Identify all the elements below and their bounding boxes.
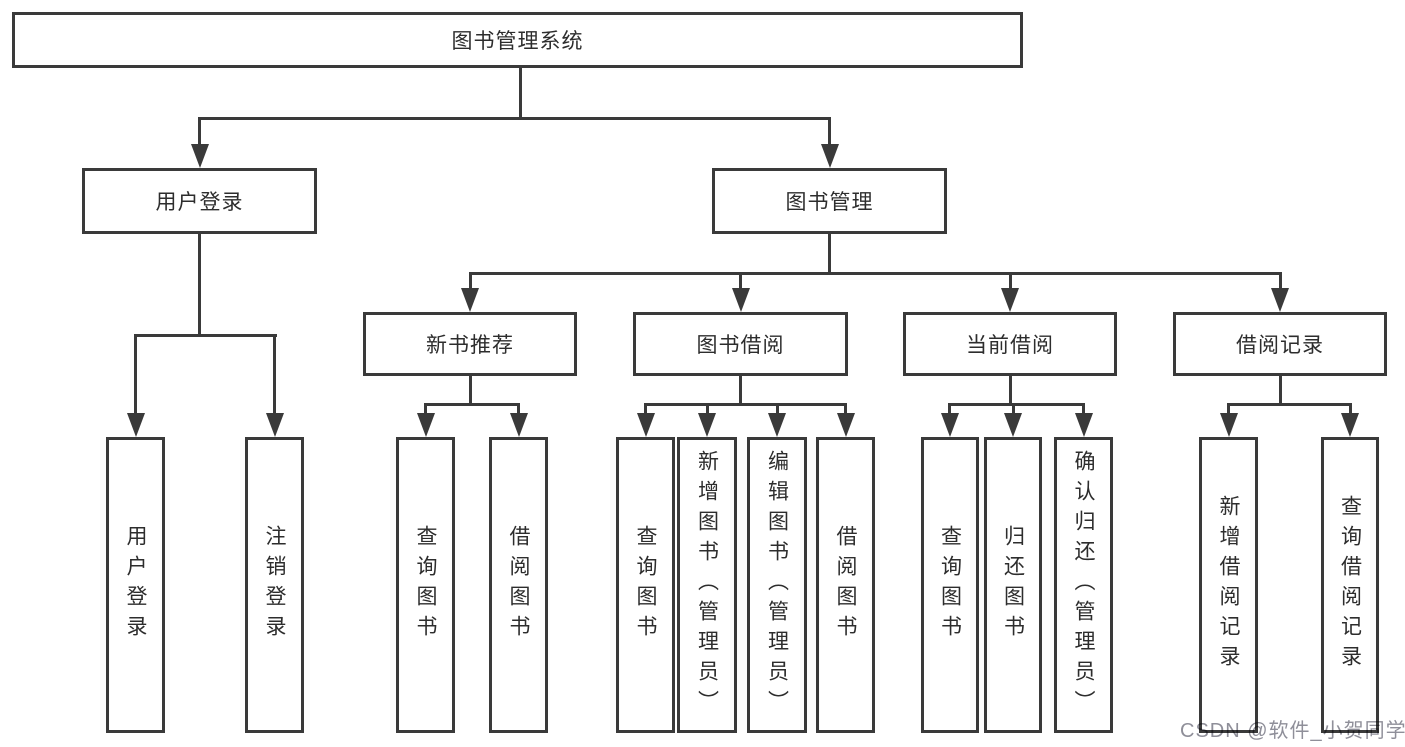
connector-line: [644, 403, 647, 415]
arrowhead-icon: [698, 413, 716, 437]
connector-line: [776, 403, 779, 415]
node-book-borrowing: 图书借阅: [633, 312, 848, 376]
arrowhead-icon: [510, 413, 528, 437]
connector-line: [1349, 403, 1352, 415]
connector-line: [469, 272, 1282, 275]
node-root-library-system: 图书管理系统: [12, 12, 1023, 68]
connector-line: [644, 403, 847, 406]
arrowhead-icon: [821, 144, 839, 168]
arrowhead-icon: [1271, 288, 1289, 312]
arrowhead-icon: [127, 413, 145, 437]
connector-line: [739, 375, 742, 406]
leaf-edit-book-admin-label: 编辑图书（管理员）: [765, 450, 789, 720]
node-user-login: 用户登录: [82, 168, 317, 234]
leaf-confirm-return-admin-label: 确认归还（管理员）: [1072, 450, 1096, 720]
leaf-return-book: 归还图书: [984, 437, 1042, 733]
leaf-user-login-label: 用户登录: [124, 525, 148, 645]
connector-line: [517, 403, 520, 415]
connector-line: [424, 403, 520, 406]
leaf-edit-book-admin: 编辑图书（管理员）: [747, 437, 807, 733]
arrowhead-icon: [1004, 413, 1022, 437]
connector-line: [198, 117, 831, 120]
connector-line: [469, 375, 472, 406]
leaf-add-borrow-record: 新增借阅记录: [1199, 437, 1258, 733]
arrowhead-icon: [417, 413, 435, 437]
connector-line: [134, 334, 137, 415]
arrowhead-icon: [1341, 413, 1359, 437]
connector-line: [273, 334, 276, 415]
arrowhead-icon: [837, 413, 855, 437]
leaf-query-books-borrowing: 查询图书: [616, 437, 675, 733]
arrowhead-icon: [1075, 413, 1093, 437]
leaf-query-books-current-label: 查询图书: [938, 525, 962, 645]
connector-line: [1012, 403, 1015, 415]
connector-line: [198, 117, 201, 147]
connector-line: [844, 403, 847, 415]
arrowhead-icon: [1001, 288, 1019, 312]
connector-line: [1009, 272, 1012, 290]
connector-line: [706, 403, 709, 415]
arrowhead-icon: [1220, 413, 1238, 437]
arrowhead-icon: [941, 413, 959, 437]
connector-line: [739, 272, 742, 290]
connector-line: [1279, 272, 1282, 290]
leaf-query-borrow-record-label: 查询借阅记录: [1338, 495, 1362, 675]
leaf-user-login: 用户登录: [106, 437, 165, 733]
connector-line: [134, 334, 277, 337]
arrowhead-icon: [637, 413, 655, 437]
arrowhead-icon: [461, 288, 479, 312]
leaf-query-books-recommend: 查询图书: [396, 437, 455, 733]
connector-line: [469, 272, 472, 290]
connector-line: [424, 403, 427, 415]
node-book-management: 图书管理: [712, 168, 947, 234]
connector-line: [1009, 375, 1012, 406]
connector-line: [948, 403, 1085, 406]
leaf-query-books-current: 查询图书: [921, 437, 979, 733]
node-borrowing-records: 借阅记录: [1173, 312, 1387, 376]
connector-line: [828, 233, 831, 275]
leaf-borrow-books-label: 借阅图书: [834, 525, 858, 645]
leaf-query-borrow-record: 查询借阅记录: [1321, 437, 1379, 733]
leaf-borrow-books-recommend-label: 借阅图书: [507, 525, 531, 645]
node-new-book-recommend: 新书推荐: [363, 312, 577, 376]
arrowhead-icon: [266, 413, 284, 437]
node-current-borrowing: 当前借阅: [903, 312, 1117, 376]
leaf-add-book-admin-label: 新增图书（管理员）: [695, 450, 719, 720]
leaf-logout-label: 注销登录: [263, 525, 287, 645]
connector-line: [519, 68, 522, 120]
arrowhead-icon: [191, 144, 209, 168]
connector-line: [828, 117, 831, 147]
connector-line: [1227, 403, 1230, 415]
leaf-confirm-return-admin: 确认归还（管理员）: [1054, 437, 1113, 733]
connector-line: [1227, 403, 1352, 406]
leaf-borrow-books-recommend: 借阅图书: [489, 437, 548, 733]
csdn-watermark: CSDN @软件_小贺同学: [1180, 720, 1405, 742]
leaf-return-book-label: 归还图书: [1001, 525, 1025, 645]
connector-line: [1279, 375, 1282, 406]
leaf-query-books-borrowing-label: 查询图书: [634, 525, 658, 645]
leaf-add-borrow-record-label: 新增借阅记录: [1217, 495, 1241, 675]
connector-line: [1082, 403, 1085, 415]
arrowhead-icon: [732, 288, 750, 312]
leaf-borrow-books: 借阅图书: [816, 437, 875, 733]
connector-line: [198, 233, 201, 336]
connector-line: [948, 403, 951, 415]
leaf-logout: 注销登录: [245, 437, 304, 733]
leaf-add-book-admin: 新增图书（管理员）: [677, 437, 737, 733]
leaf-query-books-recommend-label: 查询图书: [414, 525, 438, 645]
arrowhead-icon: [768, 413, 786, 437]
